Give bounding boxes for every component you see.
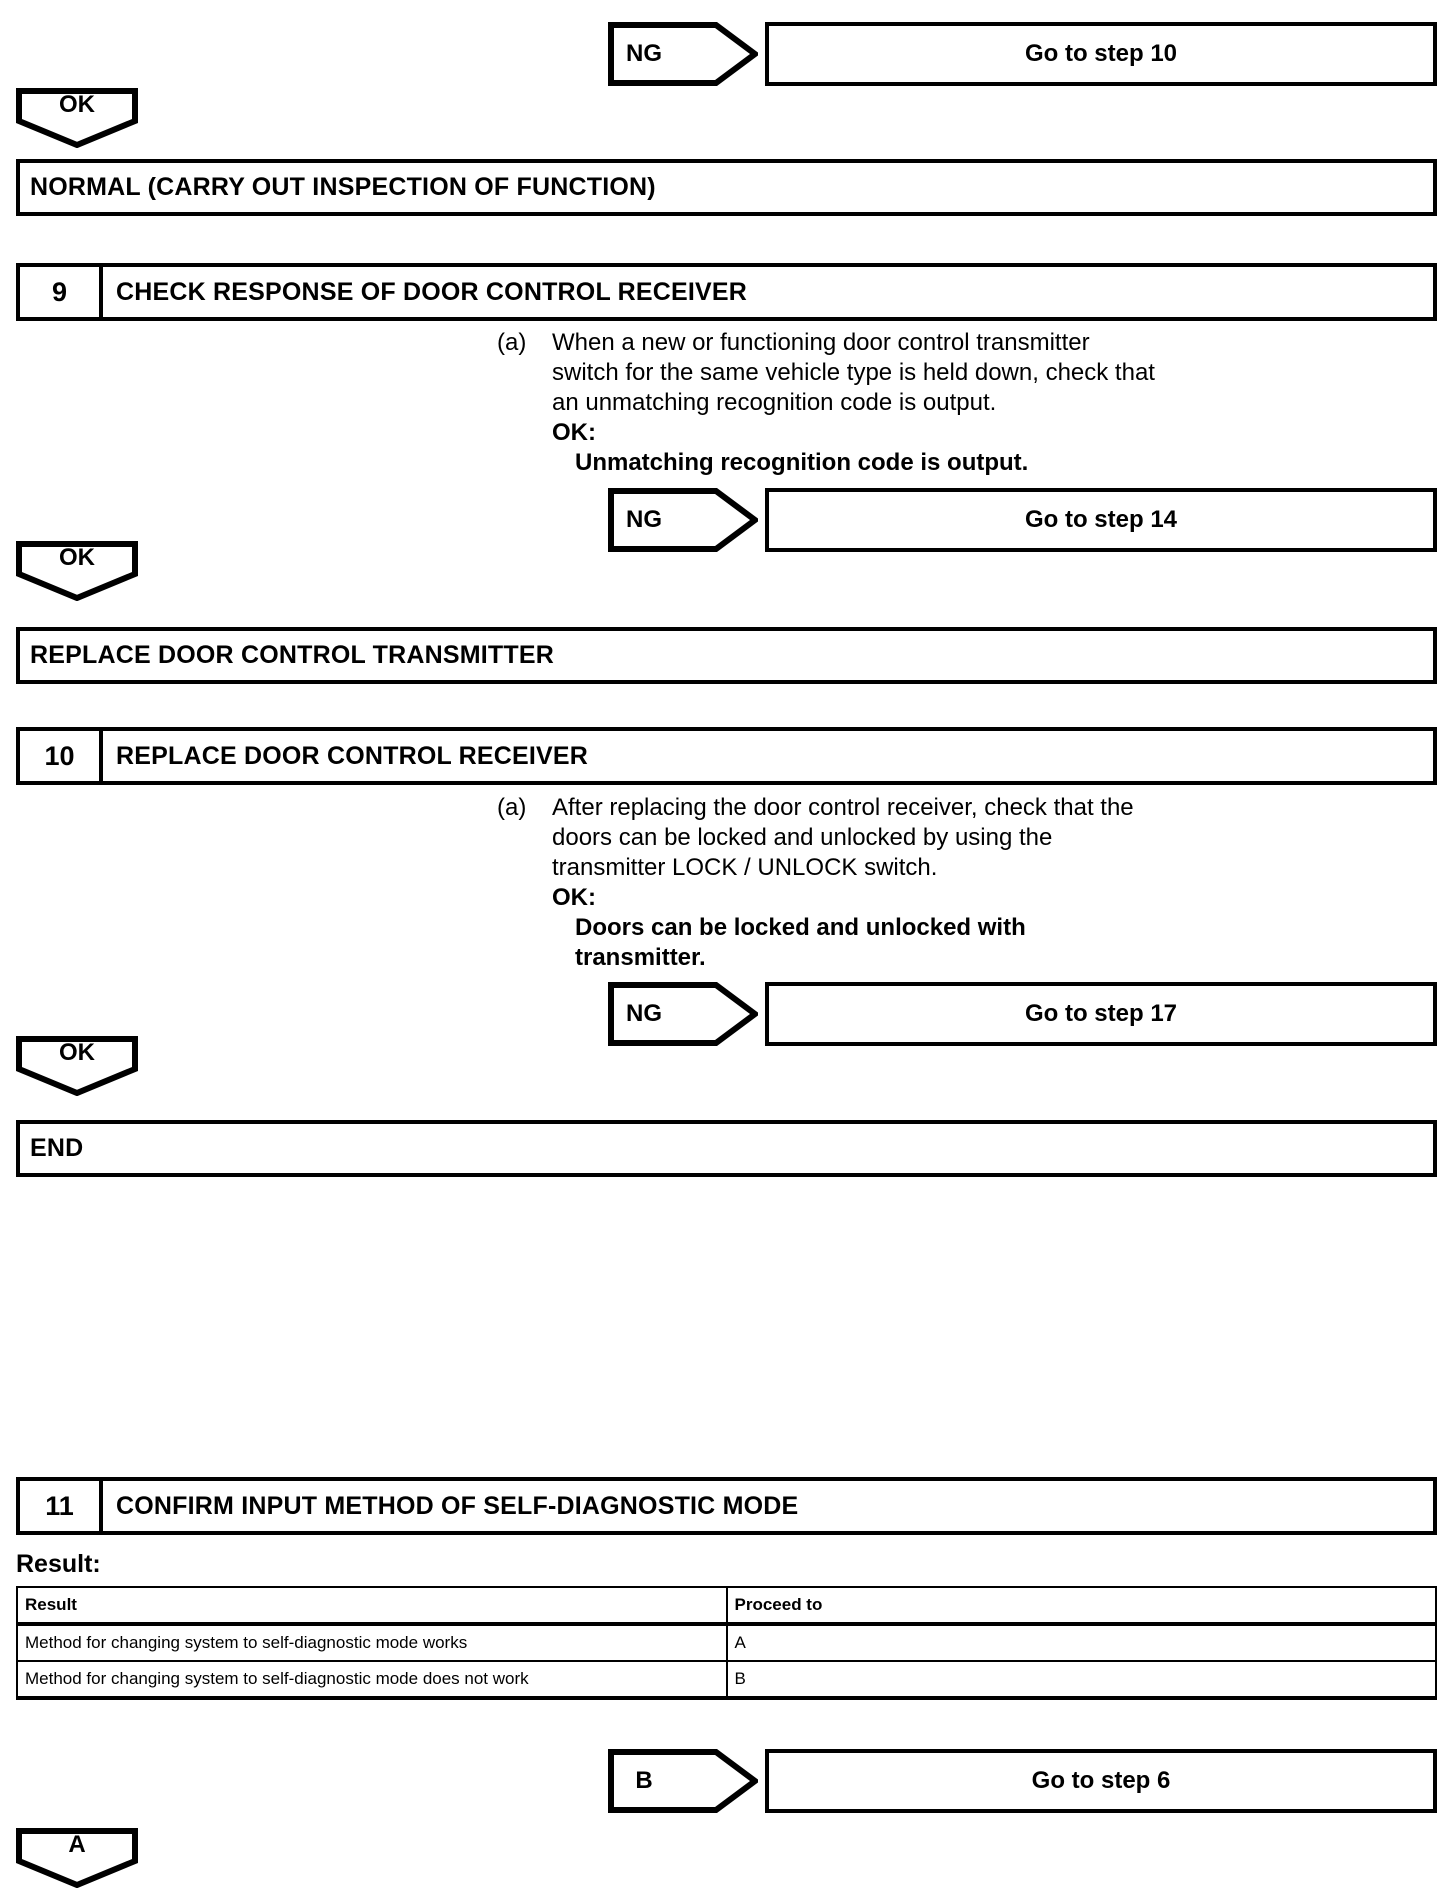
cell-result: Method for changing system to self-diagn… xyxy=(16,1660,728,1700)
goto-bar-step14[interactable]: Go to step 14 xyxy=(765,488,1437,552)
instruction-text: When a new or functioning door control t… xyxy=(552,328,1155,418)
goto-bar-label: Go to step 10 xyxy=(1024,40,1178,67)
outcome-bar-label: REPLACE DOOR CONTROL TRANSMITTER xyxy=(30,641,554,669)
instruction-line: When a new or functioning door control t… xyxy=(552,329,1090,356)
column-header-result: Result xyxy=(16,1586,728,1626)
table-row: Method for changing system to self-diagn… xyxy=(16,1660,1437,1700)
instruction-item: (a) After replacing the door control rec… xyxy=(497,793,1437,883)
table-row: Method for changing system to self-diagn… xyxy=(16,1623,1437,1662)
outcome-bar-label: NORMAL (CARRY OUT INSPECTION OF FUNCTION… xyxy=(30,173,656,201)
ok-criteria-value: Unmatching recognition code is output. xyxy=(575,449,1029,476)
table-header-row: Result Proceed to xyxy=(16,1586,1437,1626)
branch-tag-ng-step10[interactable]: NG xyxy=(608,22,758,86)
branch-tag-label: NG xyxy=(626,1000,662,1027)
column-header-proceed-to: Proceed to xyxy=(725,1586,1437,1626)
goto-bar-step17[interactable]: Go to step 17 xyxy=(765,982,1437,1046)
instruction-line: an unmatching recognition code is output… xyxy=(552,389,997,416)
step-9-instructions: (a) When a new or functioning door contr… xyxy=(497,328,1437,478)
ok-criteria-label: OK: xyxy=(552,419,596,446)
step-number: 9 xyxy=(20,267,103,317)
ok-criteria-value-line: Doors can be locked and unlocked with xyxy=(575,914,1026,941)
branch-tag-ng-step17[interactable]: NG xyxy=(608,982,758,1046)
branch-tag-label: A xyxy=(68,1831,86,1858)
step-number: 11 xyxy=(20,1481,103,1531)
instruction-line: After replacing the door control receive… xyxy=(552,794,1134,821)
step-header-11: 11 CONFIRM INPUT METHOD OF SELF-DIAGNOST… xyxy=(16,1477,1437,1535)
step-header-9: 9 CHECK RESPONSE OF DOOR CONTROL RECEIVE… xyxy=(16,263,1437,321)
result-heading: Result: xyxy=(16,1550,101,1578)
instruction-text: After replacing the door control receive… xyxy=(552,793,1134,883)
outcome-bar-normal: NORMAL (CARRY OUT INSPECTION OF FUNCTION… xyxy=(16,159,1437,216)
goto-bar-label: Go to step 6 xyxy=(1031,1767,1171,1794)
branch-tag-b-step6[interactable]: B xyxy=(608,1749,758,1813)
instruction-marker: (a) xyxy=(497,794,527,821)
outcome-bar-end: END xyxy=(16,1120,1437,1177)
step-number: 10 xyxy=(20,731,103,781)
branch-tag-a[interactable]: A xyxy=(16,1828,138,1888)
instruction-item: (a) When a new or functioning door contr… xyxy=(497,328,1437,418)
goto-bar-step6[interactable]: Go to step 6 xyxy=(765,1749,1437,1813)
branch-tag-label: B xyxy=(635,1767,653,1794)
step-10-instructions: (a) After replacing the door control rec… xyxy=(497,793,1437,973)
branch-tag-label: NG xyxy=(626,40,662,67)
outcome-bar-label: END xyxy=(30,1134,84,1162)
instruction-marker: (a) xyxy=(497,329,527,356)
outcome-bar-replace-transmitter: REPLACE DOOR CONTROL TRANSMITTER xyxy=(16,627,1437,684)
goto-bar-step10[interactable]: Go to step 10 xyxy=(765,22,1437,86)
branch-tag-label: OK xyxy=(59,91,95,118)
step-title: CHECK RESPONSE OF DOOR CONTROL RECEIVER xyxy=(116,277,748,306)
instruction-line: doors can be locked and unlocked by usin… xyxy=(552,824,1053,851)
ok-criteria-value-line: transmitter. xyxy=(575,944,706,971)
step-header-10: 10 REPLACE DOOR CONTROL RECEIVER xyxy=(16,727,1437,785)
branch-tag-label: OK xyxy=(59,544,95,571)
cell-result: Method for changing system to self-diagn… xyxy=(16,1623,728,1662)
goto-bar-label: Go to step 17 xyxy=(1024,1000,1178,1027)
ok-criteria-label: OK: xyxy=(552,884,596,911)
branch-tag-ok-1[interactable]: OK xyxy=(16,88,138,148)
instruction-line: transmitter LOCK / UNLOCK switch. xyxy=(552,854,938,881)
step-title: CONFIRM INPUT METHOD OF SELF-DIAGNOSTIC … xyxy=(116,1491,799,1520)
instruction-line: switch for the same vehicle type is held… xyxy=(552,359,1155,386)
branch-tag-ok-3[interactable]: OK xyxy=(16,1036,138,1096)
cell-proceed-to: B xyxy=(725,1660,1437,1700)
step-title: REPLACE DOOR CONTROL RECEIVER xyxy=(116,741,589,770)
branch-tag-ng-step14[interactable]: NG xyxy=(608,488,758,552)
branch-tag-label: OK xyxy=(59,1039,95,1066)
result-table: Result Proceed to Method for changing sy… xyxy=(16,1586,1437,1700)
cell-proceed-to: A xyxy=(725,1623,1437,1662)
goto-bar-label: Go to step 14 xyxy=(1024,506,1178,533)
branch-tag-ok-2[interactable]: OK xyxy=(16,541,138,601)
branch-tag-label: NG xyxy=(626,506,662,533)
